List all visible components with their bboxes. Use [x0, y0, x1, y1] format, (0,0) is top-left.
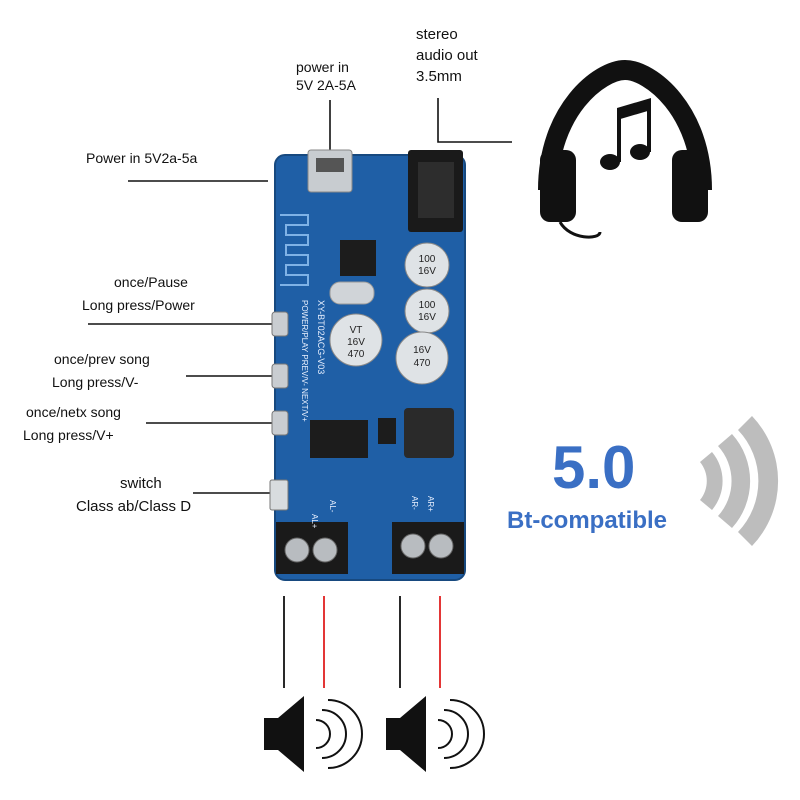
version-badge: 5.0 [552, 434, 636, 501]
capacitors [329, 242, 450, 385]
pause-label: once/Pause Long press/Power [82, 271, 195, 317]
terminal-label: AL+ [310, 514, 319, 529]
leader-lines [88, 98, 512, 494]
terminal-label: AR+ [426, 496, 435, 512]
label-line: switch [120, 475, 162, 492]
speaker-wires [283, 596, 441, 688]
terminal-label: AL- [328, 500, 337, 513]
label-line: Long press/V+ [23, 427, 114, 443]
stereo-out-label: stereo audio out 3.5mm [416, 24, 478, 87]
bt-chip [340, 240, 376, 276]
bt-compatible-label: Bt-compatible [507, 507, 668, 534]
cap-text: 100 [419, 300, 436, 311]
cap-text: 16V [413, 345, 431, 356]
headphones-music-icon [538, 59, 712, 239]
cap-text: 16V [347, 337, 365, 348]
amp-ic [310, 420, 368, 458]
label-line: 3.5mm [416, 68, 462, 85]
label-line: Class ab/Class D [76, 498, 192, 515]
cap-text: 16V [418, 266, 436, 277]
speaker-icon [386, 696, 485, 772]
antenna-trace [280, 214, 309, 286]
power-in-left-label: Power in 5V2a-5a [86, 150, 198, 166]
amplifier-board: 100 16V 100 16V VT 16V 470 16V 470 XY-BT… [269, 149, 466, 581]
switch-label: switch Class ab/Class D [76, 472, 191, 518]
prev-label: once/prev song Long press/V- [52, 348, 150, 394]
label-line: stereo [416, 26, 458, 43]
model-print: XY-BT02ACG-V03 [316, 300, 326, 374]
speaker-icon [264, 696, 363, 772]
audio-out-leader [437, 98, 512, 143]
label-line: 5V 2A-5A [296, 77, 356, 93]
terminal-label: AR- [410, 496, 419, 510]
cap-text: 470 [348, 349, 365, 360]
cap-text: 470 [414, 358, 431, 369]
label-line: Long press/V- [52, 374, 139, 390]
cap-text: 16V [418, 312, 436, 323]
speaker-terminals [276, 522, 464, 574]
inductor [404, 408, 454, 458]
side-buttons [269, 311, 289, 511]
cap-text: 100 [419, 254, 436, 265]
label-line: once/netx song [26, 404, 121, 420]
power-in-top-label: power in 5V 2A-5A [296, 58, 356, 94]
label-line: Long press/Power [82, 297, 195, 313]
next-label: once/netx song Long press/V+ [23, 401, 121, 447]
label-line: audio out [416, 47, 478, 64]
label-line: once/Pause [114, 274, 188, 290]
label-line: once/prev song [54, 351, 150, 367]
button-print: POWER/PLAY PREV/V- NEXT/V+ [300, 300, 309, 422]
label-line: power in [296, 59, 349, 75]
wireless-signal-icon [700, 416, 779, 546]
cap-text: VT [350, 325, 363, 336]
